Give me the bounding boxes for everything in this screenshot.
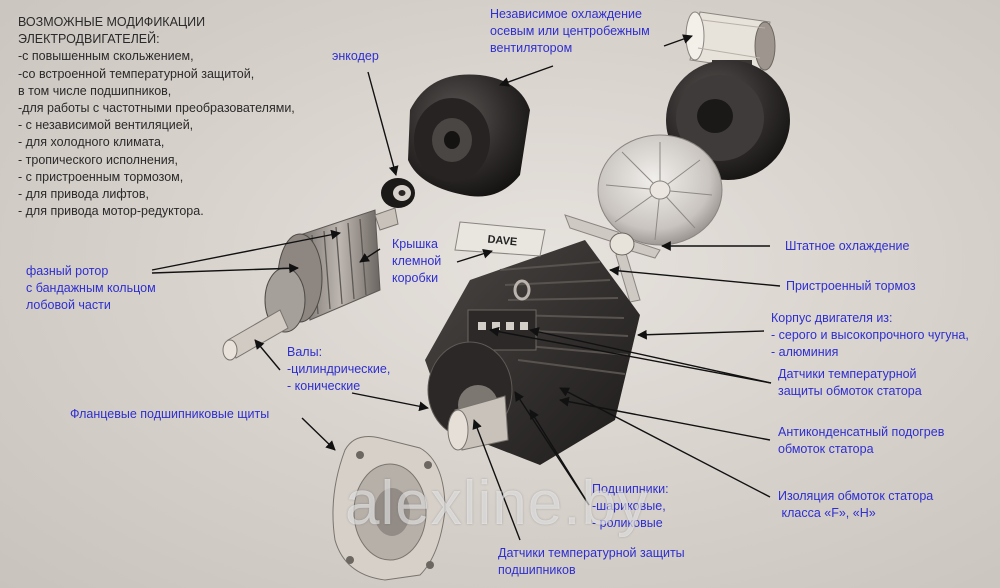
fan-impeller xyxy=(564,214,661,303)
label-insulation: Изоляция обмоток статора класса «F», «H» xyxy=(778,489,934,520)
modifications-list: ВОЗМОЖНЫЕ МОДИФИКАЦИИ ЭЛЕКТРОДВИГАТЕЛЕЙ:… xyxy=(18,14,295,220)
modification-item: - с независимой вентиляцией, xyxy=(18,118,194,133)
modification-item: - для привода мотор-редуктора. xyxy=(18,204,204,219)
modifications-title-line2: ЭЛЕКТРОДВИГАТЕЛЕЙ: xyxy=(18,32,160,47)
label-brake: Пристроенный тормоз xyxy=(786,279,916,293)
label-rotor: фазный ротор с бандажным кольцом лобовой… xyxy=(26,264,156,312)
label-bearings: Подшипники: -шариковые, - роликовые xyxy=(592,482,669,530)
watermark: alexline.by xyxy=(345,469,649,538)
encoder xyxy=(381,178,415,208)
flange-end-shield xyxy=(332,436,446,581)
label-flange-shields: Фланцевые подшипниковые щиты xyxy=(70,407,270,421)
label-bearing-temp-sensors: Датчики температурной защиты подшипников xyxy=(498,546,685,577)
fan-cover-light xyxy=(597,134,723,246)
label-terminal-cover: Крышка клемной коробки xyxy=(392,237,442,285)
modification-item: - для холодного климата, xyxy=(18,135,165,150)
label-independent-cooling: Независимое охлаждение осевым или центро… xyxy=(490,7,650,55)
modification-item: -со встроенной температурной защитой, xyxy=(18,66,255,81)
label-housing: Корпус двигателя из: - серого и высокопр… xyxy=(771,311,969,359)
modification-item: - для привода лифтов, xyxy=(18,187,149,202)
label-encoder: энкодер xyxy=(332,49,379,63)
modification-item: -для работы с частотными преобразователя… xyxy=(18,101,295,116)
terminal-box-cover xyxy=(454,221,546,257)
modifications-title-line1: ВОЗМОЖНЫЕ МОДИФИКАЦИИ xyxy=(18,15,206,29)
modification-item: - с пристроенным тормозом, xyxy=(18,169,184,184)
pointer-arrows xyxy=(151,34,781,541)
modification-item: в том числе подшипников, xyxy=(18,83,172,98)
modifications-items: -с повышенным скольжением, -со встроенно… xyxy=(18,48,295,220)
label-shafts: Валы: -цилиндрические, - конические xyxy=(287,345,391,393)
modification-item: - тропического исполнения, xyxy=(18,152,178,167)
wound-rotor xyxy=(222,207,399,361)
modification-item: -с повышенным скольжением, xyxy=(18,49,194,64)
label-stator-temp-sensors: Датчики температурной защиты обмоток ста… xyxy=(778,367,922,398)
label-standard-cooling: Штатное охлаждение xyxy=(785,239,910,253)
label-anticondensation: Антиконденсатный подогрев обмоток статор… xyxy=(778,425,945,456)
nameplate-text: DAVE xyxy=(487,233,518,248)
encoder-cover xyxy=(408,74,530,197)
